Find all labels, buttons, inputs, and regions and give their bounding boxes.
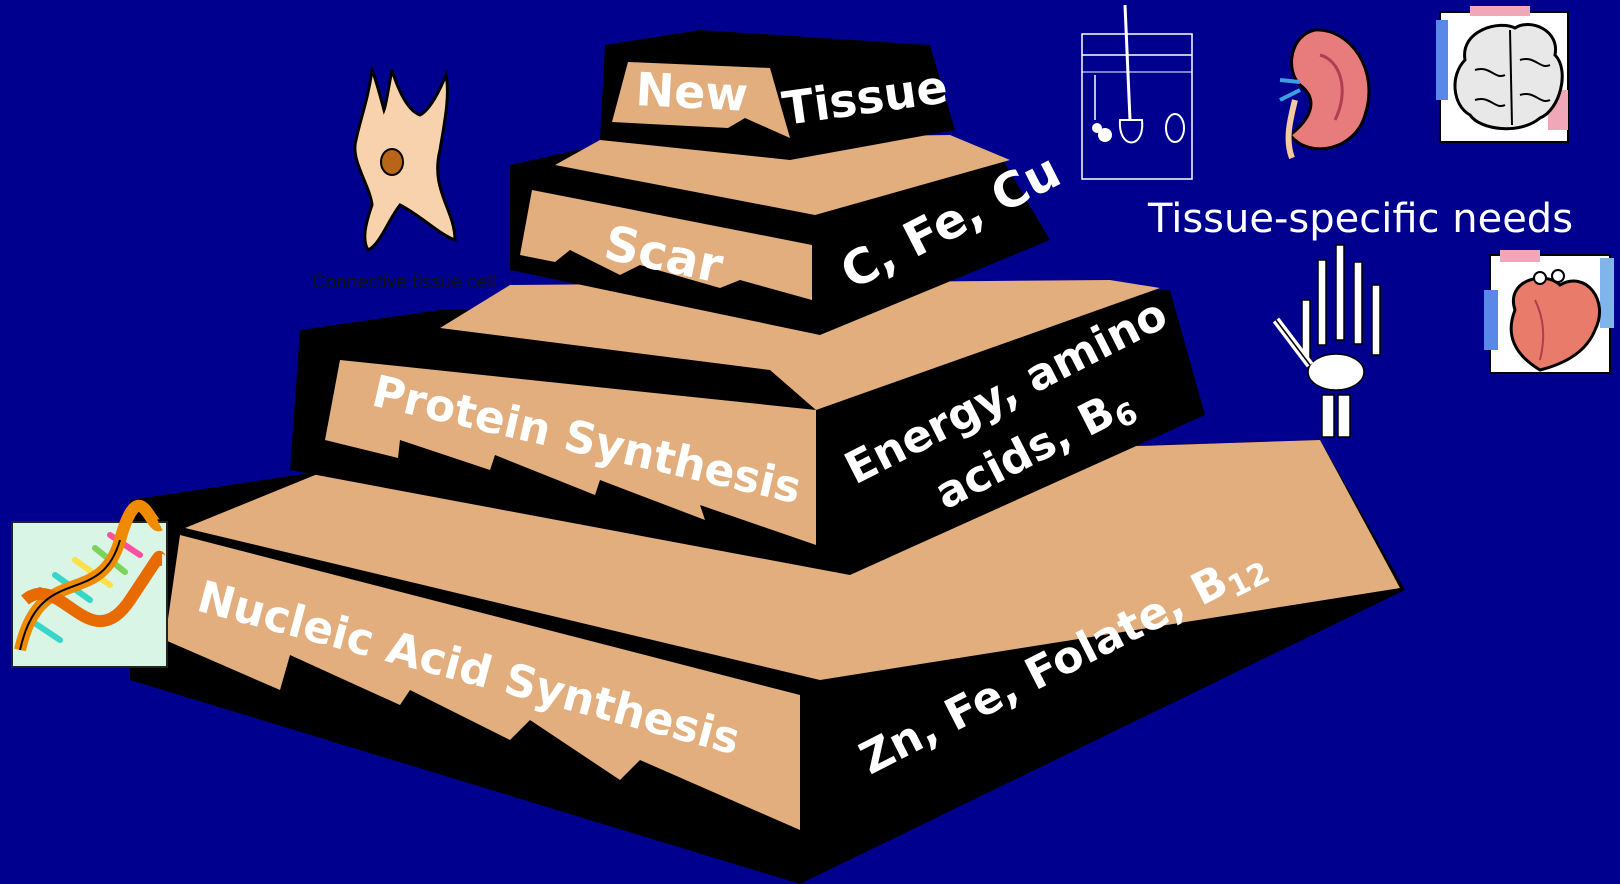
hand-skeleton-icon bbox=[1276, 245, 1380, 437]
skin-hair-follicle-icon bbox=[1082, 5, 1192, 179]
connective-tissue-cell-icon bbox=[355, 70, 455, 250]
dna-helix-icon bbox=[12, 506, 167, 667]
tier-new-tissue-left-label: New bbox=[634, 62, 749, 122]
heart-icon bbox=[1484, 250, 1614, 373]
connective-tissue-cell-caption: Connective tissue cell bbox=[312, 272, 496, 294]
kidney-icon bbox=[1280, 30, 1369, 158]
tissue-specific-needs-title: Tissue-specific needs bbox=[1148, 196, 1573, 242]
brain-icon bbox=[1436, 6, 1568, 142]
